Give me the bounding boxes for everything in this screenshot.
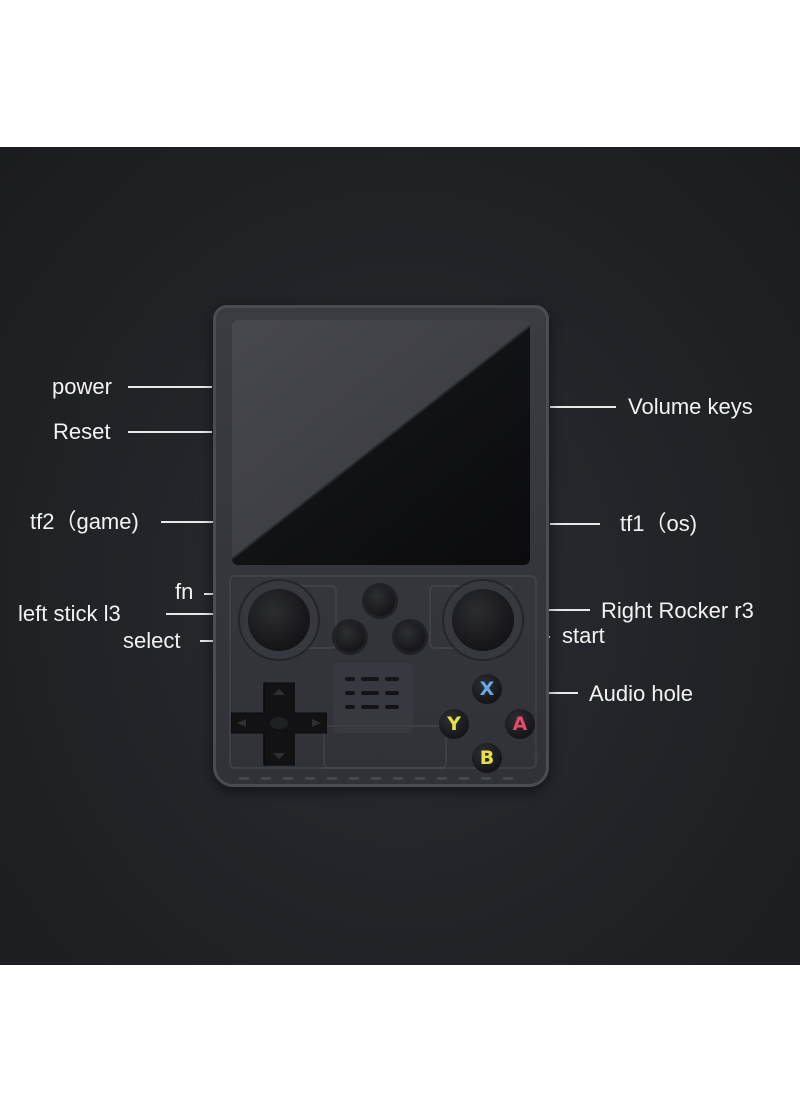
leader-reset xyxy=(128,431,212,433)
label-start: start xyxy=(562,623,605,648)
bottom-edge-detail xyxy=(239,777,523,780)
label-select: select xyxy=(123,628,181,653)
grille-slot xyxy=(345,691,355,695)
label-left-stick: left stick l3 xyxy=(18,601,121,626)
label-fn: fn xyxy=(175,579,194,604)
grille-slot xyxy=(361,705,379,709)
label-volume-keys: Volume keys xyxy=(628,394,753,419)
product-diagram: power Reset tf2（game) fn left stick l3 s… xyxy=(0,147,800,965)
label-right-rocker: Right Rocker r3 xyxy=(601,598,754,623)
start-button[interactable] xyxy=(395,622,425,652)
grille-slot xyxy=(361,691,379,695)
leader-left-stick xyxy=(166,613,254,615)
grille-slot xyxy=(361,677,379,681)
grille-slot xyxy=(385,705,399,709)
right-stick[interactable] xyxy=(452,589,514,651)
grille-slot xyxy=(345,705,355,709)
leader-volume xyxy=(550,406,616,408)
handheld-console: X Y A B xyxy=(213,305,549,787)
leader-right-rocker xyxy=(510,609,590,611)
y-button[interactable]: Y xyxy=(439,709,469,739)
fn-button[interactable] xyxy=(365,586,395,616)
dpad[interactable] xyxy=(231,679,327,769)
grille-slot xyxy=(385,691,399,695)
x-button[interactable]: X xyxy=(472,674,502,704)
label-power: power xyxy=(52,374,112,399)
grille-slot xyxy=(385,677,399,681)
a-button[interactable]: A xyxy=(505,709,535,739)
leader-tf2 xyxy=(161,521,213,523)
internal-board-outline xyxy=(229,575,537,769)
label-reset: Reset xyxy=(53,419,111,444)
label-tf1: tf1（os) xyxy=(620,511,698,536)
label-tf2: tf2（game) xyxy=(30,509,139,534)
console-screen xyxy=(232,320,530,565)
left-stick[interactable] xyxy=(248,589,310,651)
audio-grille xyxy=(333,663,413,733)
label-audio-hole: Audio hole xyxy=(589,681,693,706)
b-button[interactable]: B xyxy=(472,743,502,773)
select-button[interactable] xyxy=(335,622,365,652)
leader-tf1 xyxy=(550,523,600,525)
grille-slot xyxy=(345,677,355,681)
leader-power xyxy=(128,386,212,388)
